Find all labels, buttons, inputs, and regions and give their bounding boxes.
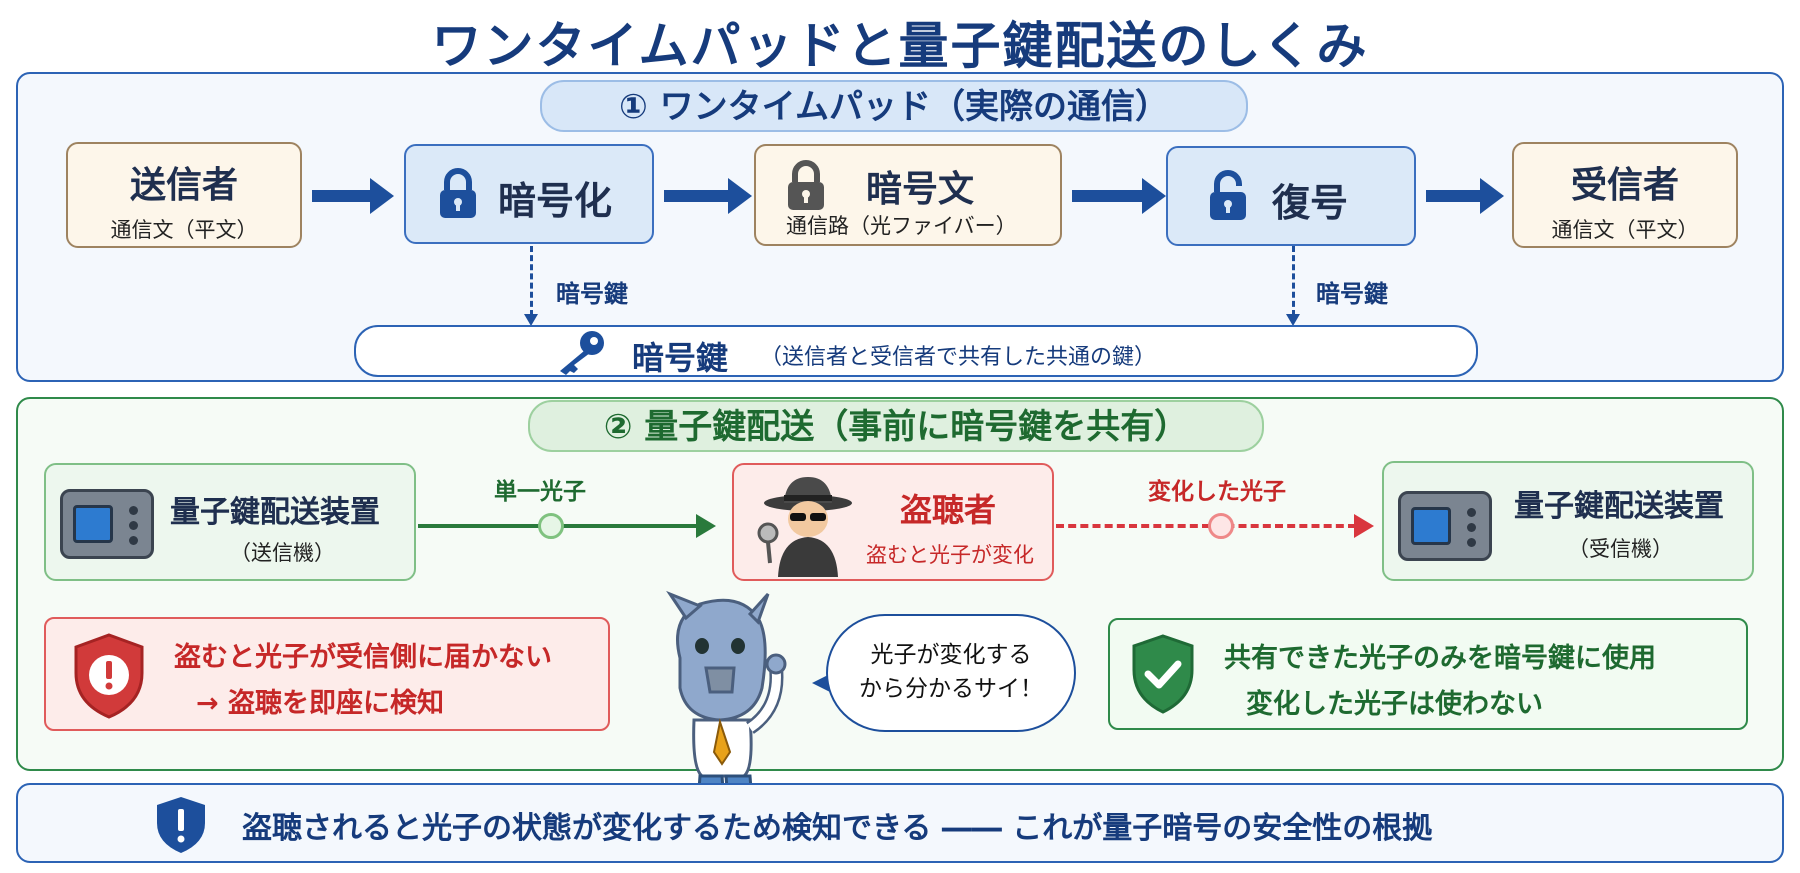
qkd-receiver-sub: （受信機） [1568, 537, 1673, 561]
ciphertext-sub: 通信路（光ファイバー） [786, 214, 1017, 238]
lock-closed-icon [440, 168, 476, 218]
check-shield-icon [1132, 634, 1194, 714]
lock-open-icon [1210, 170, 1246, 220]
key-icon [560, 331, 604, 375]
decrypt-box: 復号 [1166, 146, 1416, 246]
warning-box: 盗むと光子が受信側に届かない → 盗聴を即座に検知 [44, 617, 610, 731]
sender-sub: 通信文（平文） [110, 218, 258, 242]
spy-icon [757, 477, 852, 577]
single-photon-label: 単一光子 [494, 479, 586, 505]
eavesdropper-title: 盗聴者 [900, 491, 997, 529]
qkd-sender-title: 量子鍵配送装置 [170, 495, 380, 530]
ciphertext-title: 暗号文 [866, 169, 975, 210]
qkd-device-icon [60, 489, 154, 559]
ok-line2: 変化した光子は使わない [1246, 689, 1543, 720]
key-arrow-left [524, 246, 538, 326]
shared-key-title: 暗号鍵 [632, 339, 729, 377]
arrow-encrypt-to-cipher [664, 178, 752, 214]
lock-closed-icon [788, 160, 824, 210]
arrow-decrypt-to-receiver [1426, 178, 1504, 214]
page-title: ワンタイムパッドと量子鍵配送のしくみ [431, 17, 1369, 75]
receiver-title: 受信者 [1570, 165, 1679, 206]
warning-line1: 盗むと光子が受信側に届かない [174, 642, 552, 673]
warning-line2: → 盗聴を即座に検知 [196, 688, 445, 719]
arrow-cipher-to-decrypt [1072, 178, 1166, 214]
conclusion-bar: 盗聴されると光子の状態が変化するため検知できる ―― これが量子暗号の安全性の根… [16, 783, 1784, 863]
key-label-left: 暗号鍵 [556, 280, 628, 308]
ok-box: 共有できた光子のみを暗号鍵に使用 変化した光子は使わない [1108, 618, 1748, 730]
ciphertext-box: 暗号文 通信路（光ファイバー） [754, 144, 1062, 246]
receiver-sub: 通信文（平文） [1551, 218, 1699, 242]
decrypt-title: 復号 [1272, 181, 1349, 225]
encrypt-box: 暗号化 [404, 144, 654, 244]
changed-photon-arrow [1056, 514, 1374, 538]
section1-heading: ① ワンタイムパッド（実際の通信） [540, 80, 1248, 132]
speech-bubble: 光子が変化する から分かるサイ！ [826, 614, 1076, 732]
key-label-right: 暗号鍵 [1316, 280, 1388, 308]
shared-key-desc: （送信者と受信者で共有した共通の鍵） [760, 345, 1157, 370]
key-arrow-right [1286, 246, 1300, 326]
qkd-device-icon [1398, 491, 1492, 561]
ok-line1: 共有できた光子のみを暗号鍵に使用 [1224, 643, 1656, 674]
qkd-sender-sub: （送信機） [230, 541, 335, 565]
qkd-sender-box: 量子鍵配送装置 （送信機） [44, 463, 416, 581]
sender-box: 送信者 通信文（平文） [66, 142, 302, 248]
arrow-sender-to-encrypt [312, 178, 394, 214]
changed-photon-label: 変化した光子 [1148, 479, 1286, 505]
photon-icon [538, 513, 564, 539]
alert-shield-icon [74, 633, 144, 719]
rhino-mascot-icon [666, 590, 787, 804]
sender-title: 送信者 [129, 165, 238, 206]
shared-key-bar: 暗号鍵 （送信者と受信者で共有した共通の鍵） [354, 325, 1478, 377]
bubble-line1: 光子が変化する [870, 642, 1032, 668]
conclusion-text: 盗聴されると光子の状態が変化するため検知できる ―― これが量子暗号の安全性の根… [242, 811, 1433, 846]
section2-heading: ② 量子鍵配送（事前に暗号鍵を共有） [528, 400, 1264, 452]
encrypt-title: 暗号化 [498, 179, 613, 223]
bubble-line2: から分かるサイ！ [859, 676, 1043, 702]
qkd-receiver-box: 量子鍵配送装置 （受信機） [1382, 461, 1754, 581]
eavesdropper-sub: 盗むと光子が変化 [866, 543, 1034, 567]
shield-icon [157, 797, 205, 853]
eavesdropper-box: 盗聴者 盗むと光子が変化 [732, 463, 1054, 581]
receiver-box: 受信者 通信文（平文） [1512, 142, 1738, 248]
changed-photon-icon [1208, 513, 1234, 539]
qkd-receiver-title: 量子鍵配送装置 [1514, 489, 1724, 524]
